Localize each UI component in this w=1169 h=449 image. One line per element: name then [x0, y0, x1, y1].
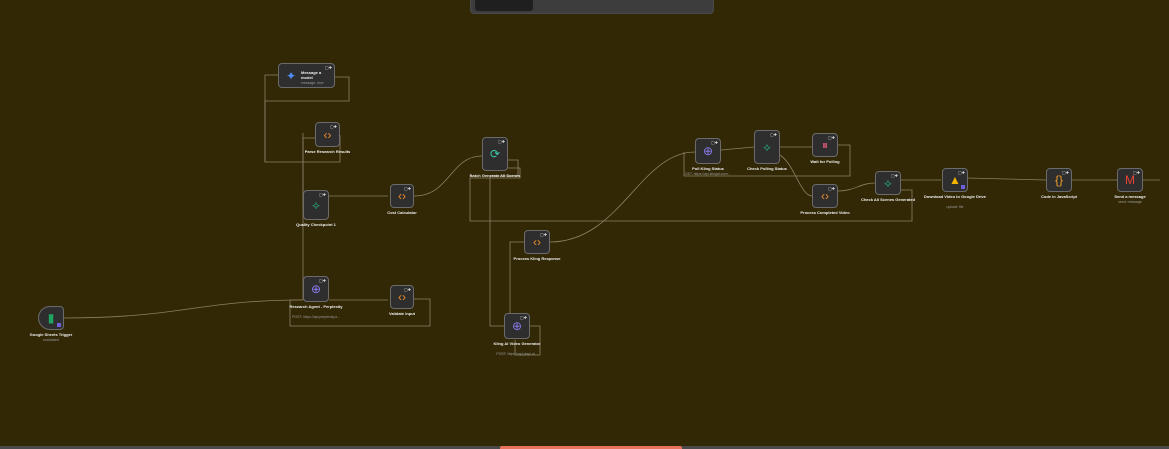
edge: [720, 146, 755, 151]
node-label: Quality Checkpoint 1: [296, 222, 336, 227]
http-globe-icon: ⊕: [702, 144, 714, 158]
node-cost[interactable]: ‹›▢✚: [390, 184, 414, 208]
node-process-done[interactable]: ‹›▢✚: [812, 184, 838, 208]
edge: [837, 182, 876, 192]
node-label: Check Polling Status: [747, 166, 787, 171]
http-globe-icon: ⊕: [310, 282, 322, 296]
node-label: Wait for Polling: [810, 159, 840, 164]
edge: [509, 241, 524, 326]
node-label: Message a model: [301, 70, 322, 80]
node-actions-icon[interactable]: ▢✚: [403, 186, 411, 191]
code-icon: ‹›: [398, 189, 406, 203]
http-globe-icon: ⊕: [511, 319, 523, 333]
node-quality[interactable]: ⟡▢✚: [303, 190, 329, 220]
node-actions-icon[interactable]: ▢✚: [519, 315, 527, 320]
code-icon: ‹›: [821, 189, 829, 203]
pin-indicator-icon: [961, 185, 965, 189]
node-label: Poll Kling Status: [692, 166, 724, 171]
node-research[interactable]: ⊕▢✚: [303, 276, 329, 302]
node-poll[interactable]: ⊕▢✚: [695, 138, 721, 164]
node-actions-icon[interactable]: ▢✚: [1132, 170, 1140, 175]
node-kling-gen[interactable]: ⊕▢✚: [504, 313, 530, 339]
node-check-all[interactable]: ⟡▢✚: [875, 171, 901, 195]
node-js[interactable]: {}▢✚: [1046, 168, 1072, 192]
node-gmail[interactable]: M▢✚: [1117, 168, 1143, 192]
code-icon: ‹›: [323, 127, 332, 142]
node-actions-icon[interactable]: ▢✚: [1061, 170, 1069, 175]
node-check-poll[interactable]: ⟡ ▢✚: [754, 130, 780, 164]
node-sublabel: message: new: [301, 81, 324, 85]
edge: [549, 151, 696, 243]
node-actions-icon[interactable]: ▢✚: [403, 287, 411, 292]
wait-icon: ⏸: [821, 138, 828, 152]
node-batch[interactable]: ⟳ ▢✚: [482, 137, 508, 171]
edge: [469, 167, 913, 222]
node-label: Cost Calculator: [387, 210, 417, 215]
node-actions-icon[interactable]: ▢✚: [318, 278, 326, 283]
edge: [489, 159, 519, 327]
loop-icon: ⟳: [489, 147, 501, 161]
edge: [683, 144, 851, 177]
node-sheets[interactable]: ▮: [38, 306, 64, 330]
node-sublabel: GET: https://api.klingai.com/...: [684, 172, 732, 176]
edge: [289, 298, 431, 327]
node-actions-icon[interactable]: ▢✚: [324, 65, 332, 70]
if-icon: ⟡: [884, 176, 892, 190]
edge: [514, 325, 541, 356]
node-label: Parse Research Results: [304, 149, 351, 154]
node-label: Download Video to Google Drive: [924, 194, 986, 199]
node-sublabel: POST: https://api.perplexity.a...: [292, 315, 340, 319]
gmail-icon: M: [1125, 173, 1135, 187]
node-drive[interactable]: ▲▢✚: [942, 168, 968, 192]
node-actions-icon[interactable]: ▢✚: [890, 173, 898, 178]
node-label: Validate Input: [388, 311, 416, 316]
node-actions-icon[interactable]: ▢✚: [497, 139, 505, 144]
code-icon: ‹›: [398, 290, 406, 304]
if-icon: ⟡: [763, 140, 771, 154]
node-actions-icon[interactable]: ▢✚: [710, 140, 718, 145]
google-sheets-icon: ▮: [47, 311, 55, 325]
gemini-icon: ✦: [286, 69, 297, 83]
node-actions-icon[interactable]: ▢✚: [957, 170, 965, 175]
node-actions-icon[interactable]: ▢✚: [827, 135, 835, 140]
node-label: Batch Generate All Scenes: [469, 173, 521, 178]
node-actions-icon[interactable]: ▢✚: [329, 124, 337, 129]
node-label: Google Sheets Trigger: [29, 332, 73, 337]
node-process-kling[interactable]: ‹›▢✚: [524, 230, 550, 254]
node-label: Kling AI Video Generator: [493, 341, 541, 346]
node-sublabel: POST: https://api.piapi.ai...: [496, 352, 538, 356]
toolbar-tab-active[interactable]: [475, 0, 533, 11]
node-actions-icon[interactable]: ▢✚: [539, 232, 547, 237]
node-sublabel: send: message: [1118, 200, 1142, 204]
node-wait[interactable]: ⏸▢✚: [812, 133, 838, 157]
node-sublabel: upload: file: [946, 205, 964, 209]
node-parse[interactable]: ‹›▢✚: [315, 122, 340, 147]
edge: [63, 299, 304, 319]
node-validate[interactable]: ‹›▢✚: [390, 285, 414, 309]
edge: [966, 177, 1047, 181]
braces-icon: {}: [1054, 173, 1063, 187]
node-label: Process Completed Video: [800, 210, 850, 215]
edge: [264, 74, 278, 162]
node-label: Send a message: [1114, 194, 1146, 199]
pin-indicator-icon: [57, 323, 61, 327]
google-drive-icon: ▲: [949, 173, 961, 187]
node-actions-icon[interactable]: ▢✚: [827, 186, 835, 191]
node-label: Process Kling Response: [513, 256, 561, 261]
edge: [779, 154, 813, 197]
if-icon: ⟡: [312, 198, 320, 212]
node-sublabel: rowAdded: [43, 338, 59, 342]
node-label: Check All Scenes Generated: [860, 197, 916, 202]
node-actions-icon[interactable]: ▢✚: [318, 192, 326, 197]
node-label: Research Agent - Perplexity: [289, 304, 343, 309]
node-label: Code in JavaScript: [1040, 194, 1078, 199]
top-toolbar[interactable]: [470, 0, 714, 14]
bottom-panel-tab[interactable]: [500, 446, 682, 449]
code-icon: ‹›: [533, 235, 541, 249]
node-actions-icon[interactable]: ▢✚: [769, 132, 777, 137]
edge: [413, 155, 483, 197]
